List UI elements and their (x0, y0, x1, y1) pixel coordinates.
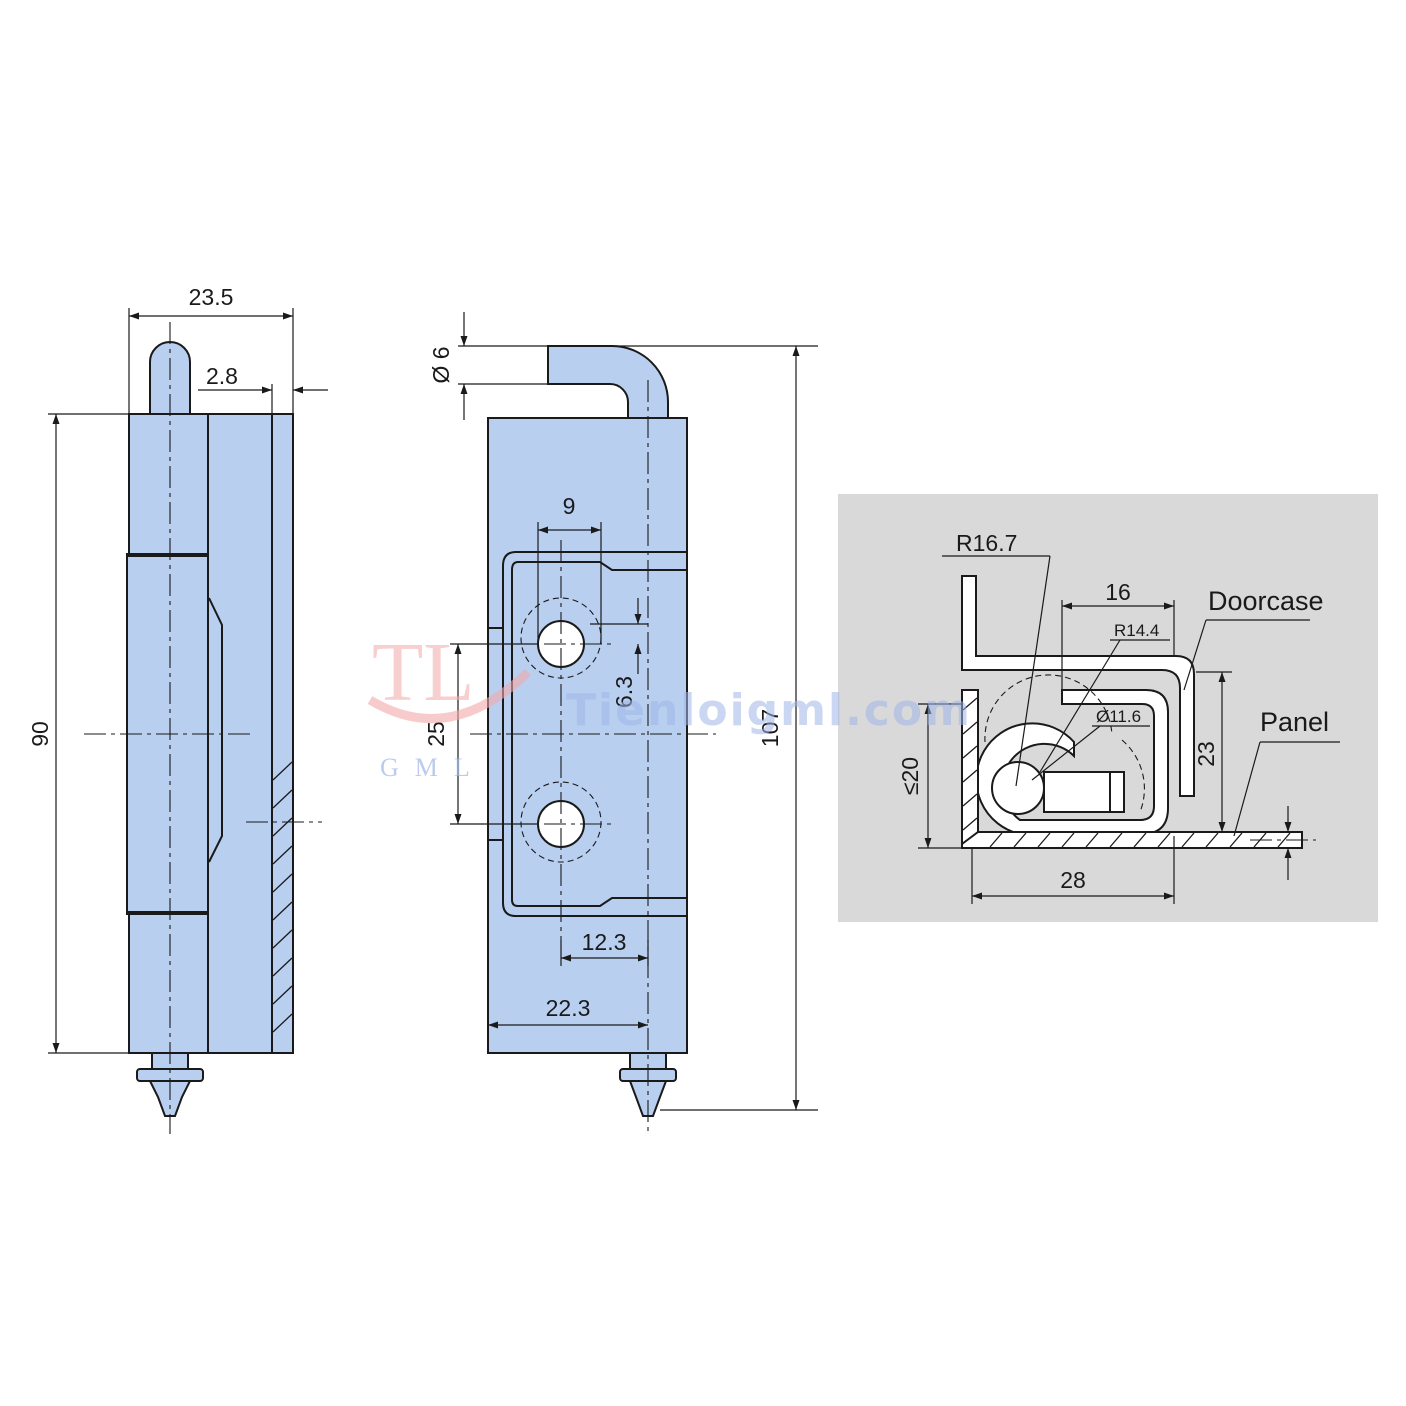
dim-pin-bore: Ø11.6 (1096, 707, 1141, 726)
watermark-logo: TL GML (367, 626, 532, 782)
watermark-logo-sub: GML (380, 753, 486, 782)
dim-total-height: 107 (757, 709, 783, 747)
section-upper-leaf (961, 575, 1195, 797)
front-view: Ø 6 9 6.3 25 107 12.3 22.3 (423, 312, 818, 1134)
dim-pin-diameter: Ø 6 (428, 346, 454, 383)
dim-hole-pitch: 25 (423, 721, 449, 747)
section-view: 16 23 ≤20 28 R16.7 R14.4 Ø11.6 Doorcase … (838, 494, 1378, 922)
dim-base-width: 28 (1060, 867, 1086, 893)
watermark: TL GML Tienloigml.com (367, 626, 972, 782)
front-pin-top (547, 345, 669, 419)
side-hatching (272, 761, 293, 1033)
section-inner-block (1043, 771, 1125, 813)
label-doorcase: Doorcase (1208, 586, 1324, 616)
dim-side-offset: 2.8 (206, 363, 238, 389)
dim-body-to-pin: 22.3 (546, 995, 591, 1021)
dim-side-width: 23.5 (189, 284, 234, 310)
side-section-strip (271, 413, 294, 1054)
dim-hole-to-pin: 12.3 (582, 929, 627, 955)
front-leaf-outline (502, 551, 687, 917)
side-recess (208, 597, 223, 863)
label-panel: Panel (1260, 707, 1329, 737)
dim-radius-outer: R16.7 (956, 530, 1017, 556)
dim-section-height: 23 (1193, 741, 1219, 767)
dim-leaf-length: 16 (1105, 579, 1131, 605)
dim-panel-thickness: ≤20 (897, 757, 923, 795)
watermark-logo-letters: TL (372, 626, 475, 719)
front-body (487, 417, 688, 1054)
watermark-site: Tienloigml.com (566, 685, 972, 736)
dim-hole-spacing-x: 9 (563, 493, 576, 519)
dim-side-height: 90 (27, 721, 53, 747)
front-pin-tip (628, 1080, 668, 1117)
dim-hole-offset: 6.3 (611, 676, 637, 708)
dim-radius-inner: R14.4 (1114, 621, 1159, 640)
side-view: 23.5 2.8 90 (27, 284, 328, 1134)
